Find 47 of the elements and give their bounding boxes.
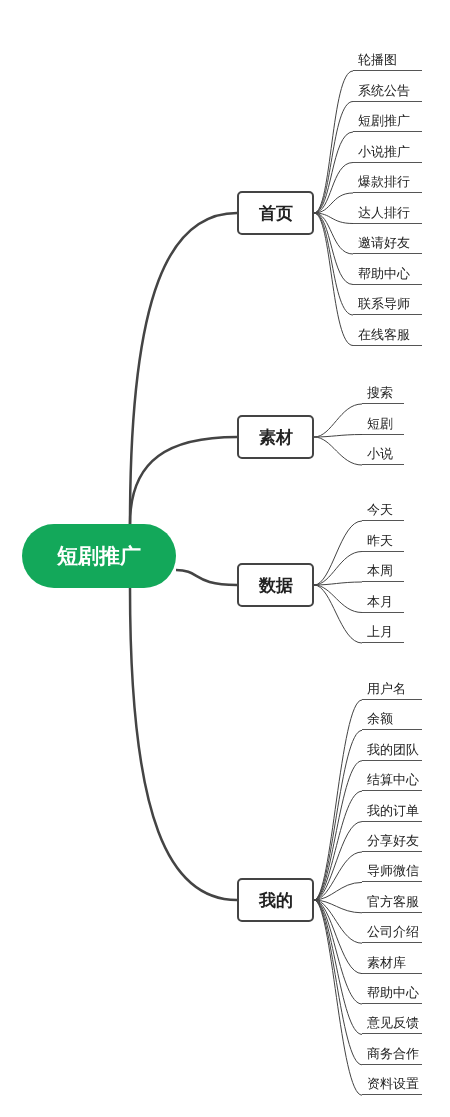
leaf-topic: 本周 — [362, 560, 404, 582]
connector-line — [313, 584, 363, 613]
connector-line — [128, 435, 238, 525]
connector-line — [313, 436, 363, 466]
connector-line — [175, 568, 238, 587]
leaf-topic: 本月 — [362, 590, 404, 613]
leaf-topic: 在线客服 — [353, 323, 422, 346]
leaf-topic: 小说推广 — [353, 140, 422, 163]
leaf-topic: 短剧 — [362, 412, 404, 435]
connector-line — [313, 584, 363, 644]
leaf-topic: 轮播图 — [353, 49, 422, 71]
leaf-topic: 小说 — [362, 443, 404, 465]
branch-box: 我的 — [237, 878, 314, 922]
leaf-topic: 结算中心 — [362, 769, 422, 792]
central-topic: 短剧推广 — [22, 524, 176, 588]
connector-line — [313, 899, 363, 1096]
connector-line — [313, 212, 354, 346]
leaf-topic: 上月 — [362, 621, 404, 643]
connector-line — [128, 588, 238, 902]
leaf-topic: 昨天 — [362, 529, 404, 552]
leaf-topic: 资料设置 — [362, 1073, 422, 1096]
leaf-topic: 我的团队 — [362, 738, 422, 761]
leaf-topic: 系统公告 — [353, 79, 422, 102]
leaf-topic: 帮助中心 — [353, 262, 422, 285]
connector-line — [313, 434, 363, 438]
leaf-topic: 商务合作 — [362, 1042, 422, 1065]
leaf-topic: 素材库 — [362, 951, 422, 974]
leaf-topic: 爆款排行 — [353, 171, 422, 193]
leaf-topic: 联系导师 — [353, 293, 422, 315]
leaf-topic: 用户名 — [362, 678, 422, 700]
leaf-topic: 今天 — [362, 499, 404, 521]
leaf-topic: 邀请好友 — [353, 232, 422, 254]
leaf-topic: 我的订单 — [362, 799, 422, 822]
leaf-topic: 官方客服 — [362, 890, 422, 913]
leaf-topic: 导师微信 — [362, 860, 422, 883]
leaf-topic: 公司介绍 — [362, 921, 422, 944]
leaf-topic: 意见反馈 — [362, 1012, 422, 1035]
branch-box: 首页 — [237, 191, 314, 235]
branch-box: 数据 — [237, 563, 314, 607]
leaf-topic: 搜索 — [362, 382, 404, 404]
branch-box: 素材 — [237, 415, 314, 459]
leaf-topic: 帮助中心 — [362, 982, 422, 1004]
leaf-topic: 短剧推广 — [353, 110, 422, 132]
connector-line — [313, 101, 354, 214]
leaf-topic: 达人排行 — [353, 201, 422, 224]
leaf-topic: 余额 — [362, 708, 422, 731]
leaf-topic: 分享好友 — [362, 830, 422, 852]
